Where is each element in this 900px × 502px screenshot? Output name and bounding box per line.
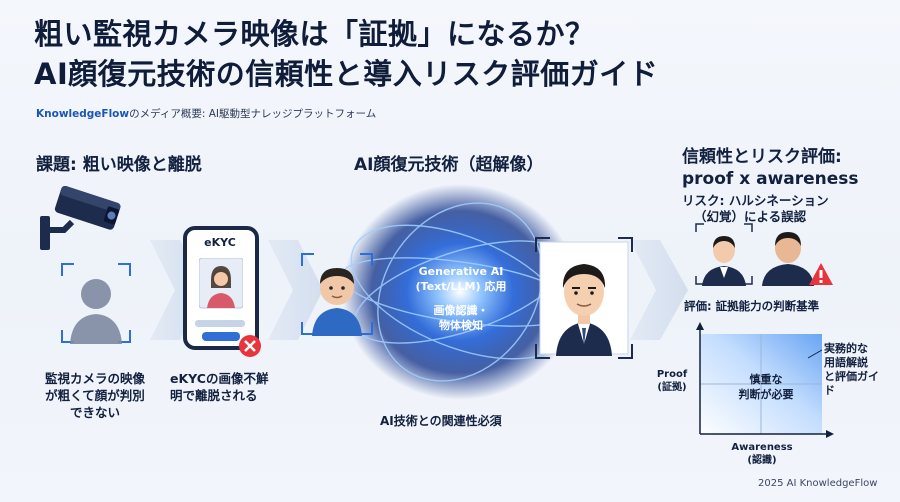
- error-x-icon: [239, 335, 261, 357]
- camera-caption: 監視カメラの映像が粗くて顔が判別できない: [44, 371, 145, 420]
- risk-label: リスク: ハルシネーション （幻覚）による誤認: [682, 193, 829, 225]
- ekyc-label: eKYC: [204, 236, 236, 249]
- original-face-icon: [702, 236, 746, 286]
- ekyc-caption: eKYCの画像不鮮明で離脱される: [170, 371, 269, 403]
- restored-face-frame: [535, 237, 633, 359]
- matrix-corner-line-3: と評価ガイ: [824, 370, 879, 383]
- x-label-line-2: (認識): [747, 455, 777, 466]
- blurry-person-icon: [70, 279, 122, 344]
- face-comparison: [695, 223, 814, 286]
- ai-core-label: Generative AI (Text/LLM) 応用 画像認識・ 物体検知: [405, 264, 517, 333]
- flow-arrow-3: [630, 240, 688, 340]
- ekyc-submit-button: [202, 332, 240, 341]
- matrix-corner-line-4: ド: [824, 384, 835, 397]
- input-face-frame: [301, 253, 373, 336]
- right-heading-line-2: proof x awareness: [682, 169, 859, 189]
- ekyc-input-bar: [195, 320, 245, 327]
- matrix-corner-line-2: 用語解説: [824, 356, 868, 369]
- left-section-heading: 課題: 粗い映像と離脱: [36, 155, 202, 175]
- page-title: 粗い監視カメラ映像は「証拠」になるか？ AI顔復元技術の信頼性と導入リスク評価ガ…: [34, 14, 658, 94]
- subtitle: KnowledgeFlowのメディア概要: AI駆動型ナレッジプラットフォーム: [36, 106, 376, 121]
- ai-core-line-4: 物体検知: [439, 319, 483, 332]
- matrix-corner-line-1: 実務的な: [824, 342, 868, 355]
- hallucinated-face-icon: [762, 232, 814, 286]
- subtitle-brand: KnowledgeFlow: [36, 108, 130, 120]
- ai-glow-orb: [342, 184, 578, 400]
- title-line-1: 粗い監視カメラ映像は「証拠」になるか？: [34, 17, 595, 51]
- x-label-line-1: Awareness: [731, 442, 793, 453]
- ai-core-line-2: (Text/LLM) 応用: [415, 280, 507, 293]
- security-camera-icon: [40, 186, 121, 250]
- matrix-center-line-2: 判断が必要: [738, 388, 794, 401]
- right-section-heading: 信頼性とリスク評価: proof x awareness: [682, 146, 859, 190]
- middle-section-heading: AI顔復元技術（超解像）: [354, 155, 544, 175]
- flow-arrow-2: [268, 240, 323, 340]
- input-face-icon: [312, 268, 362, 336]
- ai-core-line-1: Generative AI: [418, 265, 504, 278]
- y-label-line-1: Proof: [656, 369, 688, 380]
- footer-credit: 2025 AI KnowledgeFlow: [758, 478, 878, 489]
- right-heading-line-1: 信頼性とリスク評価:: [682, 147, 842, 167]
- subtitle-text: のメディア概要: AI駆動型ナレッジプラットフォーム: [129, 108, 377, 120]
- matrix-center-line-1: 慎重な: [749, 373, 783, 386]
- evaluation-label: 評価: 証拠能力の判断基準: [684, 299, 820, 313]
- matrix-corner-label: 実務的な 用語解説 と評価ガイ ド: [824, 342, 894, 398]
- ekyc-id-photo: [199, 258, 243, 309]
- blurry-face-frame: [60, 262, 132, 344]
- matrix-x-label: Awareness (認識): [722, 441, 802, 467]
- matrix-center-label: 慎重な 判断が必要: [726, 372, 806, 402]
- risk-line-2: （幻覚）による誤認: [694, 209, 807, 224]
- matrix-y-label: Proof (証拠): [650, 368, 694, 394]
- title-line-2: AI顔復元技術の信頼性と導入リスク評価ガイド: [34, 57, 659, 91]
- restored-face-icon: [556, 264, 612, 356]
- y-label-line-2: (証拠): [657, 382, 687, 393]
- risk-line-1: リスク: ハルシネーション: [682, 193, 829, 208]
- ai-core-line-3: 画像認識・: [433, 304, 489, 317]
- ai-relevance-caption: AI技術との関連性必須: [380, 414, 502, 428]
- warning-icon: [809, 263, 833, 285]
